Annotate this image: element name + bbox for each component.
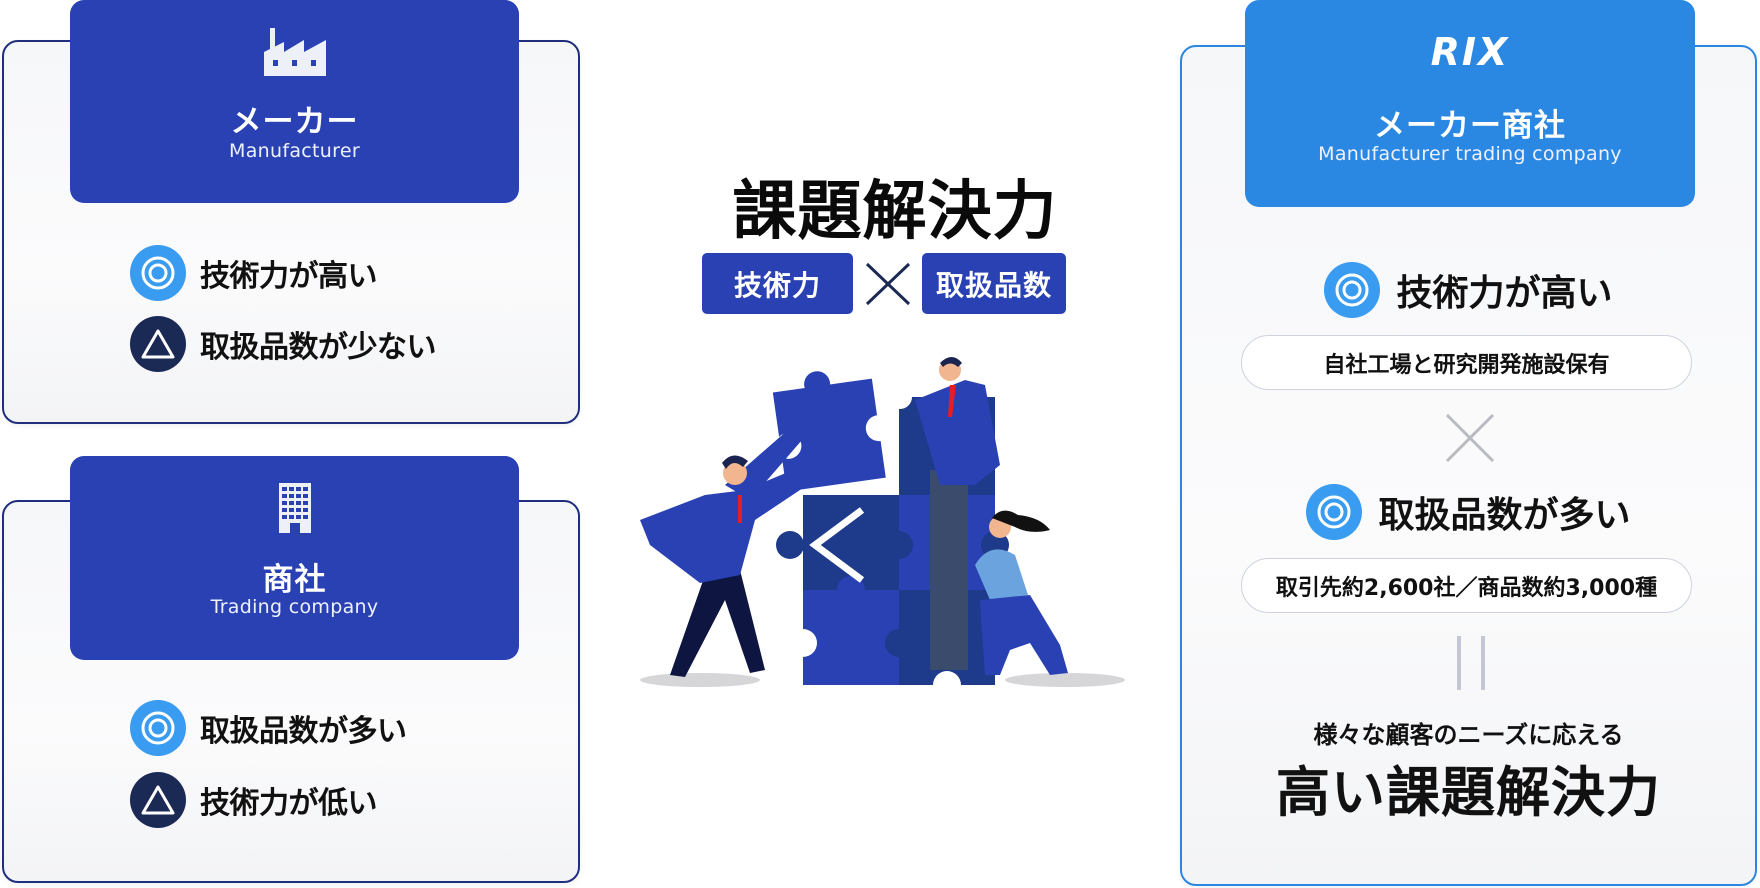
tag-product-count: 取扱品数 — [922, 253, 1066, 314]
item-label: 技術力が低い — [200, 786, 378, 821]
trading-subtitle: Trading company — [210, 596, 379, 618]
double-circle-icon — [1306, 484, 1363, 540]
item-label: 技術力が高い — [200, 259, 378, 294]
rix-item-product-count: 取扱品数が多い — [1180, 484, 1757, 540]
less-than-icon — [809, 507, 865, 583]
rix-detail-pill-1: 自社工場と研究開発施設保有 — [1241, 335, 1692, 390]
rix-logo: RIX — [1430, 30, 1510, 74]
rix-detail-pill-2: 取引先約2,600社／商品数約3,000種 — [1241, 558, 1692, 613]
manufacturer-item-1: 技術力が高い — [130, 245, 378, 301]
double-circle-icon — [1324, 262, 1381, 318]
item-label: 取扱品数が多い — [1378, 495, 1631, 536]
item-label: 取扱品数が少ない — [200, 330, 437, 365]
rix-item-technology: 技術力が高い — [1180, 262, 1757, 318]
double-circle-icon — [130, 700, 186, 756]
multiply-icon — [864, 261, 912, 311]
puzzle-illustration — [630, 355, 1140, 699]
multiply-icon — [1444, 412, 1496, 468]
rix-subtitle: Manufacturer trading company — [1318, 143, 1622, 165]
trading-header: 商社 Trading company — [70, 456, 519, 660]
manufacturer-subtitle: Manufacturer — [229, 140, 360, 162]
trading-item-1: 取扱品数が多い — [130, 700, 407, 756]
tag-technology: 技術力 — [702, 253, 853, 314]
conclusion-subtitle: 様々な顧客のニーズに応える — [1313, 721, 1624, 749]
manufacturer-title: メーカー — [230, 104, 359, 140]
item-label: 技術力が高い — [1396, 273, 1613, 314]
factory-icon — [70, 28, 519, 76]
rix-title: メーカー商社 — [1374, 108, 1566, 144]
center-title: 課題解決力 — [732, 175, 1058, 249]
conclusion-title: 高い課題解決力 — [1276, 761, 1661, 824]
rix-header: RIX メーカー商社 Manufacturer trading company — [1245, 0, 1695, 207]
triangle-icon — [130, 772, 186, 828]
trading-item-2: 技術力が低い — [130, 772, 378, 828]
triangle-icon — [130, 316, 186, 372]
manufacturer-header: メーカー Manufacturer — [70, 0, 519, 203]
manufacturer-item-2: 取扱品数が少ない — [130, 316, 437, 372]
item-label: 取扱品数が多い — [200, 714, 407, 749]
building-icon — [70, 483, 519, 533]
equals-icon — [1456, 636, 1486, 696]
trading-title: 商社 — [262, 562, 327, 598]
double-circle-icon — [130, 245, 186, 301]
